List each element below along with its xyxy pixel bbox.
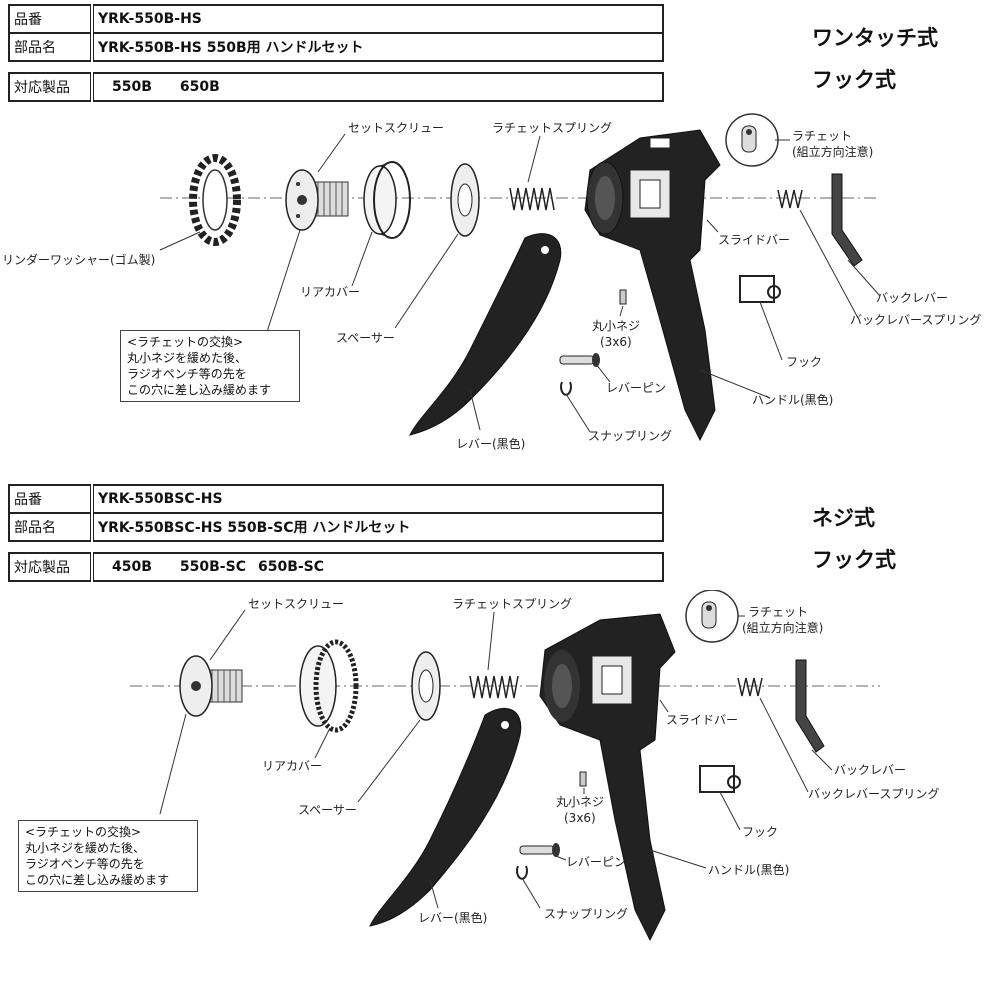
hook-type-label: フック式 bbox=[812, 68, 896, 92]
callout-slide-bar: スライドバー bbox=[718, 233, 790, 247]
note-title: <ラチェットの交換> bbox=[127, 335, 244, 349]
part-name: YRK-550B-HS 550B用 ハンドルセット bbox=[90, 32, 664, 62]
callout-small-screw-size: (3x6) bbox=[600, 335, 632, 349]
set-screw-part bbox=[285, 169, 349, 231]
note-title: <ラチェットの交換> bbox=[25, 825, 142, 839]
part-number: YRK-550B-HS bbox=[90, 4, 664, 34]
part-number: YRK-550BSC-HS bbox=[90, 484, 664, 514]
compatible-product: 650B-SC bbox=[257, 559, 325, 575]
callout-hook: フック bbox=[786, 355, 822, 369]
hook-part bbox=[699, 765, 741, 793]
exploded-parts-diagram: セットスクリュー ラチェットスプリング ラチェット (組立方向注意) スライドバ… bbox=[130, 590, 939, 942]
note-line: 丸小ネジを緩めた後、 bbox=[25, 841, 146, 855]
note-line: この穴に差し込み緩めます bbox=[127, 383, 272, 397]
callout-lever: レバー(黒色) bbox=[456, 437, 525, 451]
callout-handle: ハンドル(黒色) bbox=[752, 393, 833, 407]
compatible-products: 450B 550B-SC 650B-SC bbox=[90, 552, 664, 582]
callout-back-lever-spring: バックレバースプリング bbox=[850, 313, 981, 327]
compatible-products-table: 対応製品 450B 550B-SC 650B-SC bbox=[8, 552, 664, 582]
compatible-label: 対応製品 bbox=[8, 72, 93, 102]
rear-cover-part bbox=[363, 161, 411, 239]
spacer-part bbox=[450, 163, 480, 237]
compatible-product: 550B bbox=[112, 79, 152, 95]
callout-set-screw: セットスクリュー bbox=[248, 597, 344, 611]
compatible-product: 550B-SC bbox=[179, 559, 246, 575]
callout-rear-cover: リアカバー bbox=[262, 759, 322, 773]
callout-slide-bar: スライドバー bbox=[666, 713, 738, 727]
snap-ring-part bbox=[516, 865, 528, 880]
part-name-label: 部品名 bbox=[8, 512, 93, 542]
back-lever-part bbox=[795, 659, 825, 753]
callout-ratchet: ラチェット bbox=[748, 605, 808, 619]
callout-spacer: スペーサー bbox=[298, 803, 357, 817]
callout-spacer: スペーサー bbox=[336, 331, 395, 345]
part-number-label: 品番 bbox=[8, 4, 93, 34]
callout-snap-ring: スナップリング bbox=[544, 907, 628, 921]
compatible-product: 650B bbox=[179, 79, 220, 95]
callout-lever-pin: レバーピン bbox=[566, 855, 626, 869]
callout-set-screw: セットスクリュー bbox=[348, 121, 444, 135]
compatible-label: 対応製品 bbox=[8, 552, 93, 582]
lever-pin-part bbox=[519, 843, 560, 857]
callout-ratchet: ラチェット bbox=[792, 129, 852, 143]
note-line: 丸小ネジを緩めた後、 bbox=[127, 351, 248, 365]
part-info-table: 品番 YRK-550B-HS 部品名 YRK-550B-HS 550B用 ハンド… bbox=[8, 4, 664, 62]
back-lever-part bbox=[831, 173, 863, 267]
callout-small-screw: 丸小ネジ bbox=[556, 795, 604, 809]
note-line: ラジオペンチ等の先を bbox=[25, 857, 145, 871]
spacer-part bbox=[411, 651, 441, 721]
handle-set-section-1: 品番 YRK-550B-HS 部品名 YRK-550B-HS 550B用 ハンド… bbox=[0, 0, 1000, 470]
ratchet-replacement-note: <ラチェットの交換> 丸小ネジを緩めた後、 ラジオペンチ等の先を この穴に差し込… bbox=[120, 330, 300, 402]
callout-ratchet-note: (組立方向注意) bbox=[742, 620, 823, 635]
lever-part bbox=[409, 233, 562, 436]
lever-part bbox=[369, 707, 522, 927]
part-info-table: 品番 YRK-550BSC-HS 部品名 YRK-550BSC-HS 550B-… bbox=[8, 484, 664, 542]
part-name-label: 部品名 bbox=[8, 32, 93, 62]
compatible-products-table: 対応製品 550B 650B bbox=[8, 72, 664, 102]
small-screw-part bbox=[579, 771, 587, 787]
handle-set-section-2: 品番 YRK-550BSC-HS 部品名 YRK-550BSC-HS 550B-… bbox=[0, 480, 1000, 950]
callout-ratchet-spring: ラチェットスプリング bbox=[492, 121, 612, 135]
snap-ring-part bbox=[560, 381, 572, 396]
back-lever-spring-part bbox=[737, 677, 763, 697]
ratchet-spring-part bbox=[469, 675, 519, 699]
lever-pin-part bbox=[559, 353, 600, 367]
callout-lever-pin: レバーピン bbox=[606, 381, 666, 395]
exploded-parts-diagram: セットスクリュー ラチェットスプリング ラチェット (組立方向注意) スライドバ… bbox=[2, 113, 981, 451]
callout-small-screw-size: (3x6) bbox=[564, 811, 596, 825]
hook-type-label: フック式 bbox=[812, 548, 896, 572]
callout-rear-cover: リアカバー bbox=[300, 285, 360, 299]
rear-cover-part bbox=[299, 639, 359, 733]
compatible-products: 550B 650B bbox=[90, 72, 664, 102]
callout-ratchet-note: (組立方向注意) bbox=[792, 144, 873, 159]
handle-body-part bbox=[584, 129, 721, 442]
callout-handle: ハンドル(黒色) bbox=[708, 863, 789, 877]
callout-small-screw: 丸小ネジ bbox=[592, 319, 640, 333]
ratchet-detail-part bbox=[725, 113, 779, 167]
hook-part bbox=[739, 275, 781, 303]
callout-back-lever-spring: バックレバースプリング bbox=[808, 787, 939, 801]
rinder-washer-part bbox=[189, 154, 241, 246]
back-lever-spring-part bbox=[777, 189, 803, 209]
set-screw-part bbox=[179, 655, 243, 717]
callout-snap-ring: スナップリング bbox=[588, 429, 672, 443]
callout-rinder-washer: リンダーワッシャー(ゴム製) bbox=[2, 252, 155, 267]
mount-type-label: ネジ式 bbox=[812, 506, 875, 530]
mount-type-label: ワンタッチ式 bbox=[812, 26, 938, 50]
note-line: この穴に差し込み緩めます bbox=[25, 873, 170, 887]
small-screw-part bbox=[619, 289, 627, 305]
callout-back-lever: バックレバー bbox=[876, 291, 948, 305]
callout-lever: レバー(黒色) bbox=[418, 911, 487, 925]
callout-back-lever: バックレバー bbox=[834, 763, 906, 777]
callout-ratchet-spring: ラチェットスプリング bbox=[452, 597, 572, 611]
compatible-product: 450B bbox=[112, 559, 152, 575]
ratchet-spring-part bbox=[509, 187, 555, 211]
part-number-label: 品番 bbox=[8, 484, 93, 514]
handle-body-part bbox=[539, 613, 676, 942]
ratchet-replacement-note: <ラチェットの交換> 丸小ネジを緩めた後、 ラジオペンチ等の先を この穴に差し込… bbox=[18, 820, 198, 892]
part-name: YRK-550BSC-HS 550B-SC用 ハンドルセット bbox=[90, 512, 664, 542]
ratchet-detail-part bbox=[685, 590, 739, 643]
note-line: ラジオペンチ等の先を bbox=[127, 367, 247, 381]
callout-hook: フック bbox=[742, 825, 778, 839]
